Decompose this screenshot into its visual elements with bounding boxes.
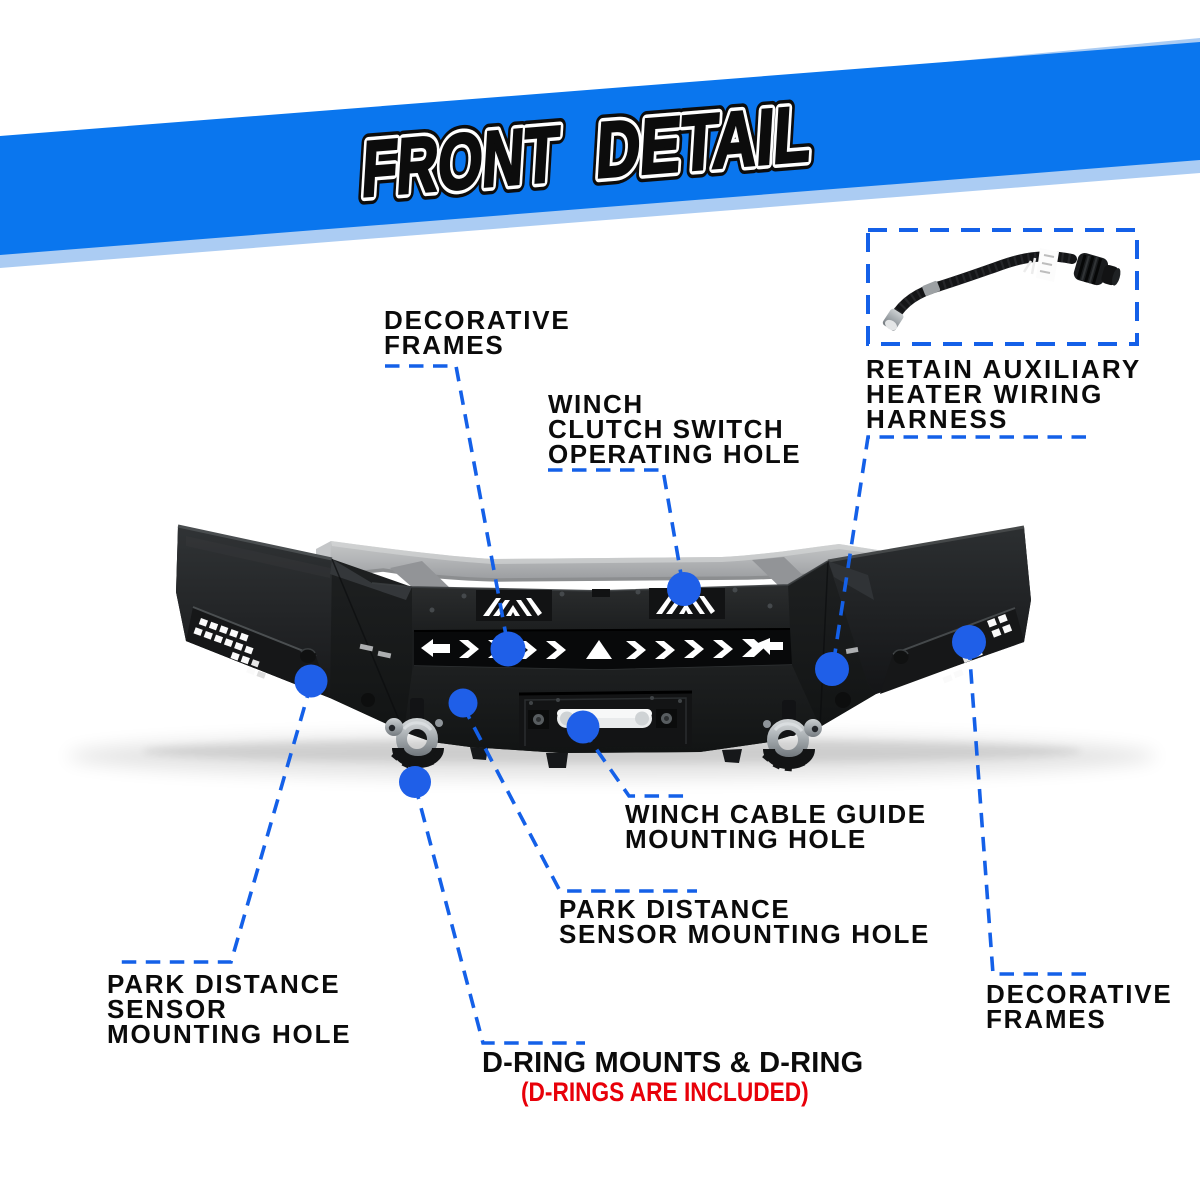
svg-text:FRONT: FRONT	[360, 109, 562, 213]
svg-text:DETAIL: DETAIL	[594, 89, 814, 195]
svg-text:DETAIL: DETAIL	[594, 89, 814, 195]
svg-text:FRONT: FRONT	[360, 109, 562, 213]
